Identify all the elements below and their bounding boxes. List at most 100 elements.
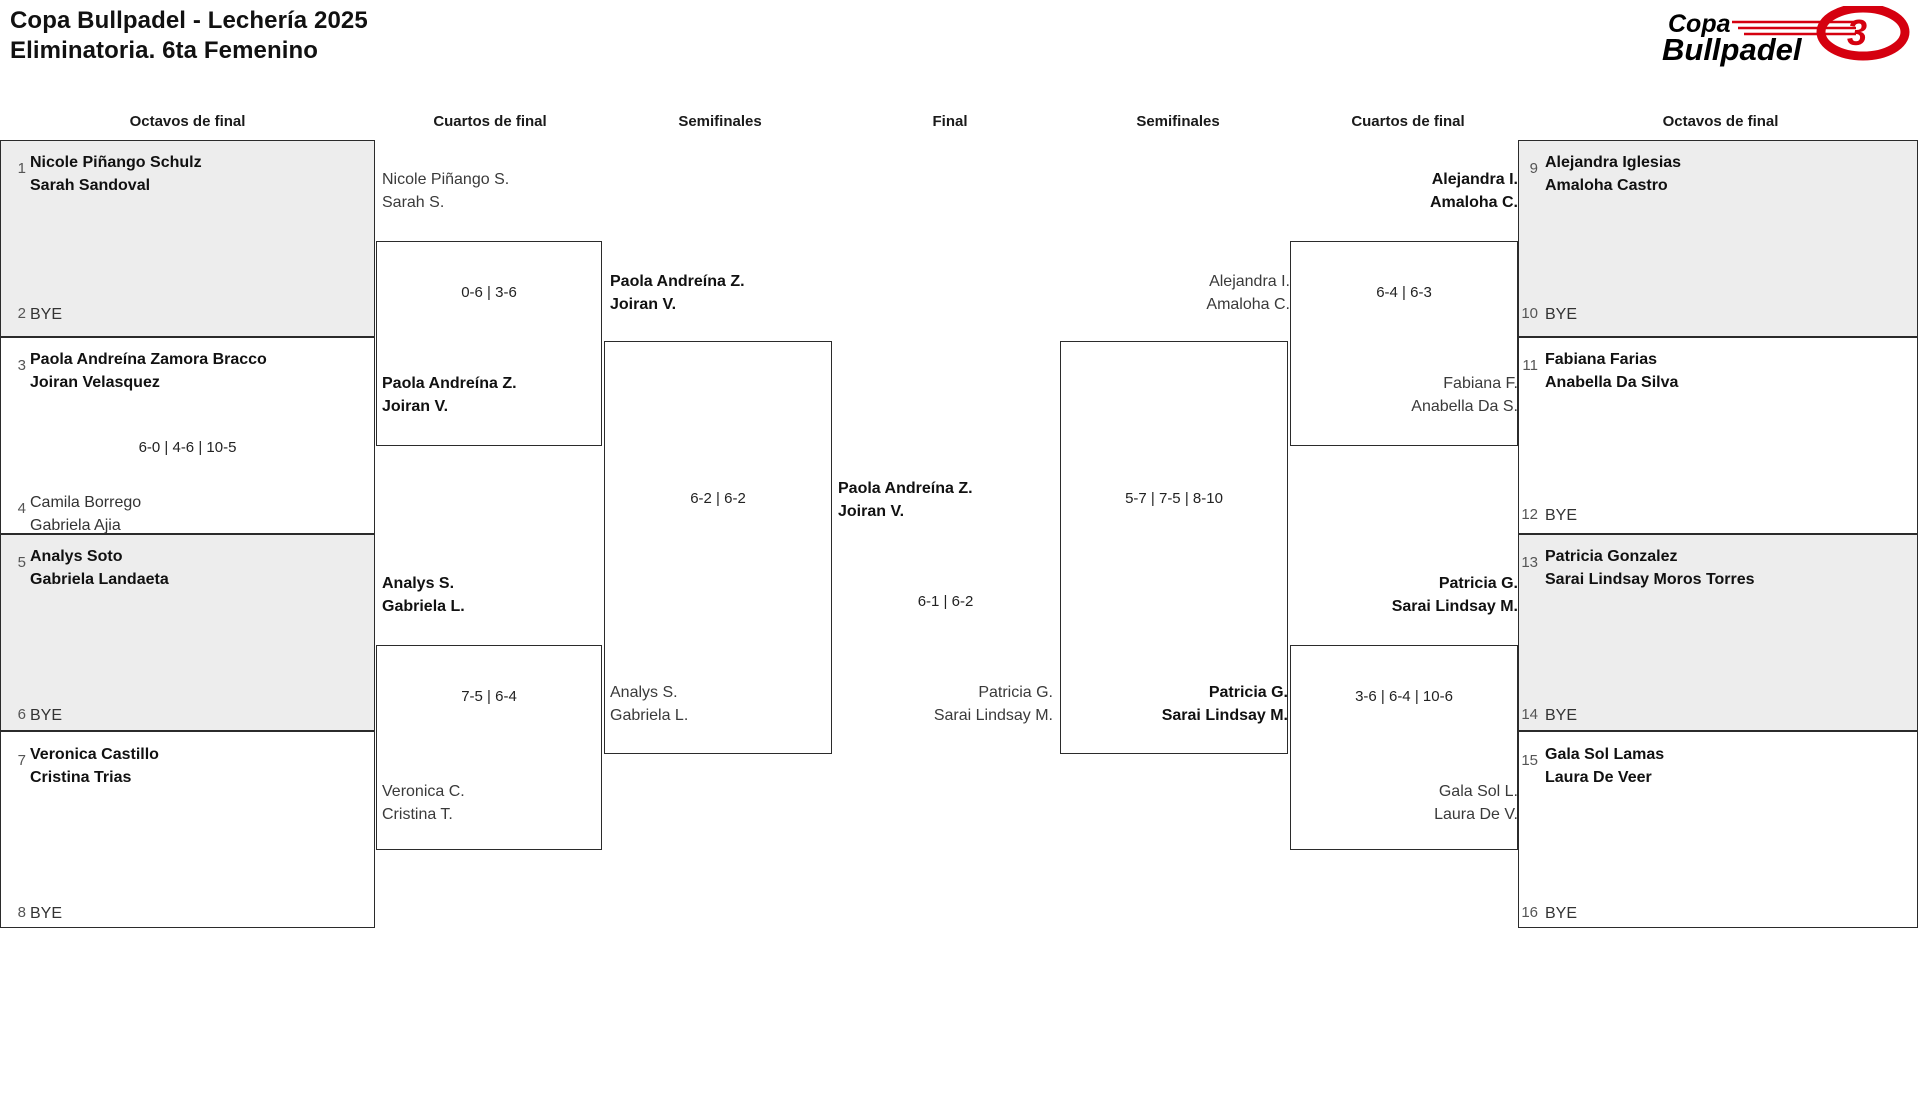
left-semis-match-1[interactable] (604, 341, 832, 754)
team-name-15-line1: Gala Sol Lamas (1545, 746, 1665, 763)
seed-number-15: 15 (1521, 752, 1538, 769)
right-semis-bottom-line1: Patricia G. (1208, 684, 1288, 701)
right-octavos-match-4[interactable] (1518, 731, 1918, 928)
left-cuartos-match-2[interactable] (376, 645, 602, 850)
team-name-13-line2: Sarai Lindsay Moros Torres (1545, 571, 1755, 588)
round-header-left-octavos: Octavos de final (129, 113, 246, 130)
seed-number-7: 7 (17, 752, 26, 769)
title-block: Copa Bullpadel - Lechería 2025 Eliminato… (10, 6, 368, 66)
final-score: 6-1 | 6-2 (917, 593, 974, 610)
left-octavos-match-4[interactable] (0, 731, 375, 928)
left-octavos-match-1[interactable] (0, 140, 375, 337)
right-cuartos-2-bottom-line1: Gala Sol L. (1438, 783, 1518, 800)
right-cuartos-1-bottom-line1: Fabiana F. (1443, 375, 1518, 392)
seed-number-9: 9 (1529, 160, 1538, 177)
team-name-7-line1: Veronica Castillo (30, 746, 159, 763)
right-semis-top-line2: Amaloha C. (1206, 296, 1290, 313)
right-cuartos-1-top-line1: Alejandra I. (1431, 171, 1518, 188)
seed-number-16: 16 (1521, 904, 1538, 921)
seed-number-1: 1 (17, 160, 26, 177)
team-bye-16: BYE (1545, 905, 1578, 922)
team-bye-10: BYE (1545, 306, 1578, 323)
team-name-13-line1: Patricia Gonzalez (1545, 548, 1678, 565)
right-cuartos-score-2: 3-6 | 6-4 | 10-6 (1355, 688, 1453, 705)
page-header: Copa Bullpadel - Lechería 2025 Eliminato… (0, 0, 1920, 100)
team-bye-14: BYE (1545, 707, 1578, 724)
left-cuartos-1-bottom-line1: Paola Andreína Z. (382, 375, 517, 392)
final-winner-line1: Paola Andreína Z. (838, 480, 973, 497)
team-name-1-line1: Nicole Piñango Schulz (30, 154, 202, 171)
left-cuartos-score-1: 0-6 | 3-6 (461, 284, 517, 301)
right-cuartos-match-2[interactable] (1290, 645, 1518, 850)
page-title-line1: Copa Bullpadel - Lechería 2025 (10, 7, 368, 34)
right-cuartos-match-1[interactable] (1290, 241, 1518, 446)
round-header-final: Final (932, 113, 968, 130)
right-cuartos-score-1: 6-4 | 6-3 (1376, 284, 1432, 301)
right-octavos-match-3[interactable] (1518, 534, 1918, 731)
left-cuartos-1-top-line2: Sarah S. (382, 194, 445, 211)
round-header-right-octavos: Octavos de final (1662, 113, 1779, 130)
seed-number-3: 3 (17, 357, 26, 374)
team-bye-2: BYE (30, 306, 63, 323)
seed-number-5: 5 (17, 554, 26, 571)
right-semis-score-1: 5-7 | 7-5 | 8-10 (1125, 490, 1223, 507)
left-cuartos-2-top-line1: Analys S. (382, 575, 455, 592)
left-cuartos-score-2: 7-5 | 6-4 (461, 688, 517, 705)
team-name-11-line1: Fabiana Farias (1545, 351, 1658, 368)
right-cuartos-2-bottom-line2: Laura De V. (1434, 806, 1518, 823)
right-semis-match-1[interactable] (1060, 341, 1288, 754)
right-octavos-match-1[interactable] (1518, 140, 1918, 337)
team-name-5-line1: Analys Soto (30, 548, 123, 565)
team-name-4-line2: Gabriela Ajia (30, 517, 121, 534)
team-bye-8: BYE (30, 905, 63, 922)
right-semis-bottom-line2: Sarai Lindsay M. (1161, 707, 1288, 724)
page-title-line2: Eliminatoria. 6ta Femenino (10, 37, 319, 64)
team-name-3-line2: Joiran Velasquez (30, 374, 160, 391)
right-cuartos-2-top-line2: Sarai Lindsay M. (1391, 598, 1518, 615)
seed-number-8: 8 (17, 904, 26, 921)
final-runnerup-line2: Sarai Lindsay M. (933, 707, 1053, 724)
left-cuartos-1-top-line1: Nicole Piñango S. (382, 171, 510, 188)
team-name-15-line2: Laura De Veer (1545, 769, 1652, 786)
left-semis-score-1: 6-2 | 6-2 (690, 490, 746, 507)
right-cuartos-1-bottom-line2: Anabella Da S. (1411, 398, 1518, 415)
left-semis-top-line1: Paola Andreína Z. (610, 273, 745, 290)
seed-number-2: 2 (17, 305, 26, 322)
right-octavos-match-2[interactable] (1518, 337, 1918, 534)
left-cuartos-1-bottom-line2: Joiran V. (382, 398, 449, 415)
round-header-right-cuartos: Cuartos de final (1351, 113, 1465, 130)
team-name-9-line1: Alejandra Iglesias (1545, 154, 1682, 171)
left-cuartos-2-bottom-line1: Veronica C. (382, 783, 465, 800)
round-header-right-semis: Semifinales (1136, 113, 1220, 130)
seed-number-13: 13 (1521, 554, 1538, 571)
right-cuartos-2-top-line1: Patricia G. (1438, 575, 1518, 592)
team-name-1-line2: Sarah Sandoval (30, 177, 151, 194)
round-header-left-cuartos: Cuartos de final (433, 113, 547, 130)
team-bye-12: BYE (1545, 507, 1578, 524)
copa-bullpadel-logo: 3 Copa Bullpadel (1660, 6, 1910, 68)
svg-text:3: 3 (1847, 12, 1867, 53)
seed-number-11: 11 (1522, 357, 1538, 374)
team-name-9-line2: Amaloha Castro (1545, 177, 1668, 194)
seed-number-4: 4 (17, 500, 26, 517)
left-cuartos-2-bottom-line2: Cristina T. (382, 806, 453, 823)
team-name-5-line2: Gabriela Landaeta (30, 571, 169, 588)
team-bye-6: BYE (30, 707, 63, 724)
team-name-11-line2: Anabella Da Silva (1545, 374, 1679, 391)
left-semis-bottom-line2: Gabriela L. (610, 707, 689, 724)
right-cuartos-1-top-line2: Amaloha C. (1429, 194, 1518, 211)
left-octavos-score-2: 6-0 | 4-6 | 10-5 (138, 439, 237, 456)
team-name-7-line2: Cristina Trias (30, 769, 132, 786)
seed-number-14: 14 (1521, 706, 1538, 723)
final-runnerup-line1: Patricia G. (978, 684, 1053, 701)
round-header-left-semis: Semifinales (678, 113, 762, 130)
left-octavos-match-3[interactable] (0, 534, 375, 731)
left-cuartos-match-1[interactable] (376, 241, 602, 446)
team-name-3-line1: Paola Andreína Zamora Bracco (30, 351, 267, 368)
logo-text-bullpadel: Bullpadel (1662, 32, 1803, 67)
right-semis-top-line1: Alejandra I. (1209, 273, 1290, 290)
left-octavos-match-2[interactable] (0, 337, 375, 534)
seed-number-12: 12 (1521, 506, 1538, 523)
seed-number-10: 10 (1521, 305, 1538, 322)
